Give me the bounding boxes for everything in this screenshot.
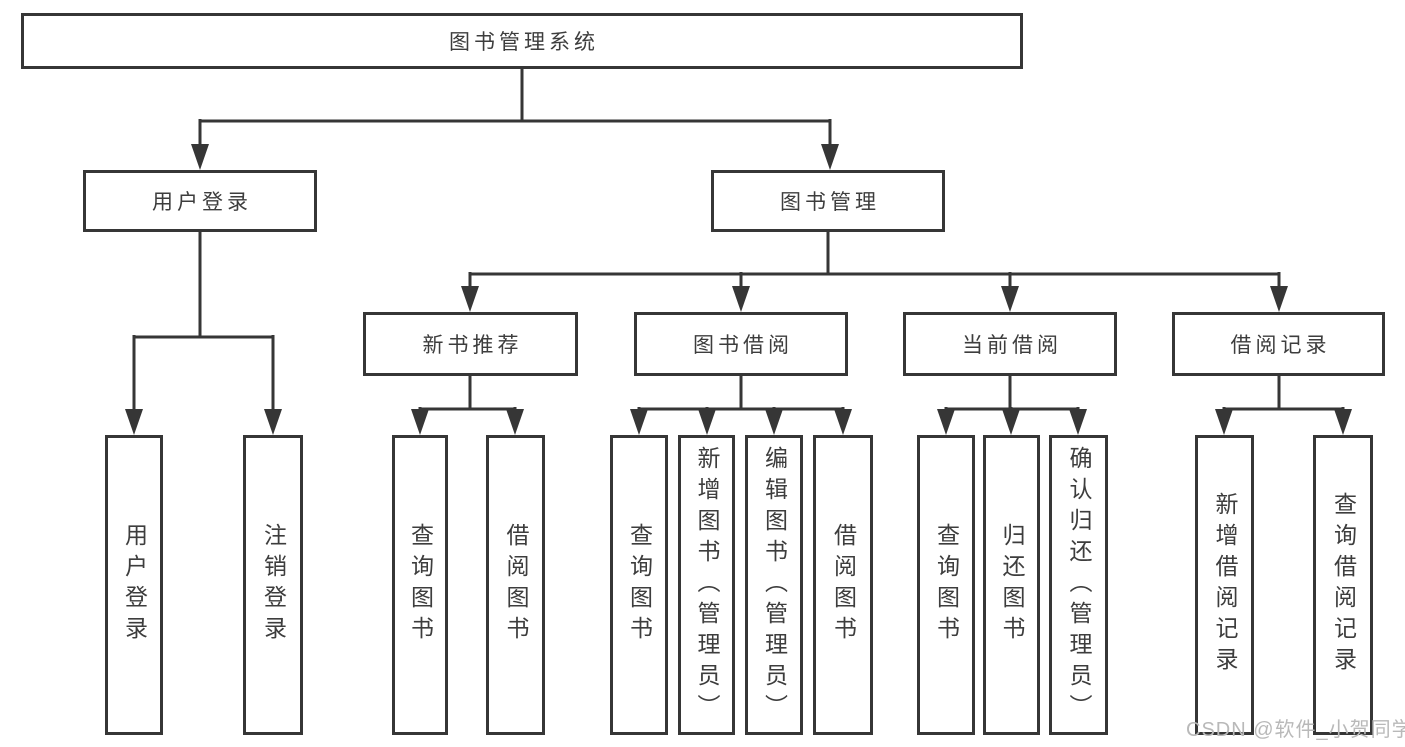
leaf-bb-edit-books-admin: 编辑图书（管理员）: [745, 435, 803, 735]
arrowhead-cb-confirm: [1069, 409, 1087, 435]
leaf-cb-return-books-label: 归还图书: [999, 523, 1025, 647]
connector-book-borrow-children: [630, 376, 852, 435]
leaf-logout: 注销登录: [243, 435, 303, 735]
arrowhead-bb-query: [630, 409, 648, 435]
leaf-cb-query-books-label: 查询图书: [933, 523, 960, 647]
node-new-book-rec: 新书推荐: [363, 312, 578, 376]
connector-user-login-children: [125, 232, 282, 435]
node-new-book-rec-label: 新书推荐: [422, 334, 523, 357]
leaf-user-login: 用户登录: [105, 435, 163, 735]
leaf-nbr-borrow-books-label: 借阅图书: [503, 523, 529, 647]
arrowhead-book-borrow: [732, 286, 750, 312]
leaf-bb-add-books-admin: 新增图书（管理员）: [678, 435, 735, 735]
leaf-logout-label: 注销登录: [260, 523, 287, 647]
leaf-cb-confirm-return-admin: 确认归还（管理员）: [1049, 435, 1108, 735]
node-current-borrow-label: 当前借阅: [962, 334, 1062, 357]
arrowhead-bb-borrow: [834, 409, 852, 435]
arrowhead-book-mgmt: [821, 144, 839, 170]
arrowhead-nbr-query: [411, 409, 429, 435]
connector-new-book-rec-children: [411, 376, 524, 435]
connector-book-mgmt-sections: [461, 232, 1288, 312]
leaf-cb-confirm-return-admin-label: 确认归还（管理员）: [1066, 445, 1092, 725]
node-borrow-records: 借阅记录: [1172, 312, 1385, 376]
connector-root-to-level2: [191, 69, 839, 170]
leaf-bb-borrow-books-label: 借阅图书: [830, 523, 857, 647]
node-borrow-records-label: 借阅记录: [1230, 334, 1331, 357]
arrowhead-new-book-rec: [461, 286, 479, 312]
leaf-br-add-record: 新增借阅记录: [1195, 435, 1254, 735]
leaf-bb-query-books: 查询图书: [610, 435, 668, 735]
arrowhead-br-add: [1215, 409, 1233, 435]
node-current-borrow: 当前借阅: [903, 312, 1117, 376]
arrowhead-user-login: [191, 144, 209, 170]
arrowhead-cb-return: [1002, 409, 1020, 435]
arrowhead-cb-query: [937, 409, 955, 435]
arrowhead-nbr-borrow: [506, 409, 524, 435]
leaf-nbr-borrow-books: 借阅图书: [486, 435, 545, 735]
node-user-login: 用户登录: [83, 170, 317, 232]
leaf-cb-query-books: 查询图书: [917, 435, 975, 735]
arrowhead-leaf-logout: [264, 409, 282, 435]
arrowhead-borrow-records: [1270, 286, 1288, 312]
node-book-borrow: 图书借阅: [634, 312, 848, 376]
node-root-label: 图书管理系统: [449, 31, 599, 54]
leaf-bb-add-books-admin-label: 新增图书（管理员）: [694, 445, 720, 725]
arrowhead-bb-add: [698, 409, 716, 435]
node-book-mgmt-label: 图书管理: [780, 191, 880, 214]
arrowhead-bb-edit: [765, 409, 783, 435]
leaf-user-login-label: 用户登录: [121, 523, 148, 647]
node-user-login-label: 用户登录: [152, 191, 252, 214]
leaf-nbr-query-books-label: 查询图书: [407, 523, 434, 647]
node-root: 图书管理系统: [21, 13, 1023, 69]
leaf-nbr-query-books: 查询图书: [392, 435, 448, 735]
leaf-bb-borrow-books: 借阅图书: [813, 435, 873, 735]
arrowhead-leaf-login: [125, 409, 143, 435]
arrowhead-br-query: [1334, 409, 1352, 435]
leaf-bb-query-books-label: 查询图书: [626, 523, 653, 647]
connector-current-borrow-children: [937, 376, 1087, 435]
csdn-watermark: CSDN @软件_小贺同学: [1186, 719, 1405, 741]
leaf-br-query-record: 查询借阅记录: [1313, 435, 1373, 735]
node-book-borrow-label: 图书借阅: [693, 334, 793, 357]
leaf-br-add-record-label: 新增借阅记录: [1212, 492, 1238, 678]
leaf-bb-edit-books-admin-label: 编辑图书（管理员）: [761, 445, 788, 725]
connector-borrow-records-children: [1215, 376, 1352, 435]
node-book-mgmt: 图书管理: [711, 170, 945, 232]
leaf-cb-return-books: 归还图书: [983, 435, 1040, 735]
arrowhead-current-borrow: [1001, 286, 1019, 312]
leaf-br-query-record-label: 查询借阅记录: [1330, 492, 1357, 678]
